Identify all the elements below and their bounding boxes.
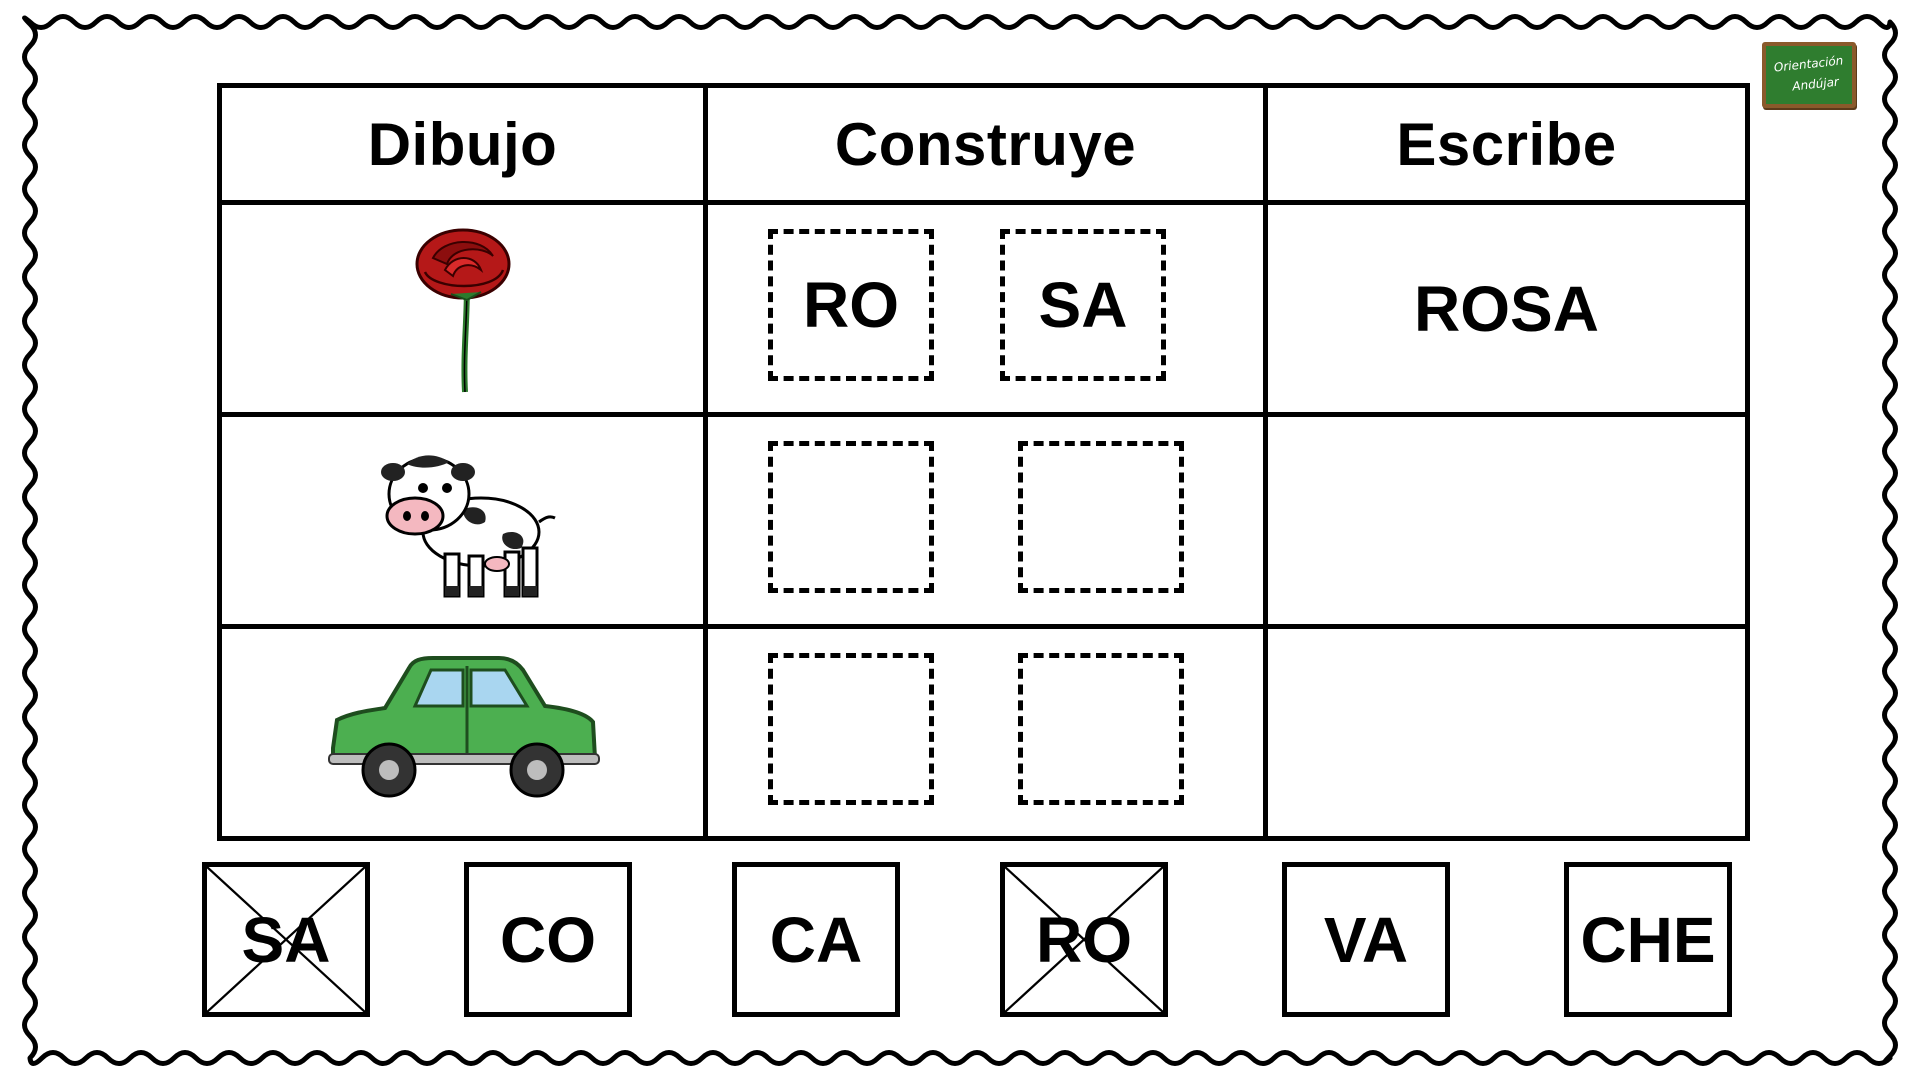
cross-out-mark xyxy=(207,867,365,1012)
syllable-slot[interactable] xyxy=(768,441,934,593)
picture-cell-rose xyxy=(222,205,708,417)
syllable-card-che[interactable]: CHE xyxy=(1564,862,1732,1017)
syllable-card-va[interactable]: VA xyxy=(1282,862,1450,1017)
picture-cell-cow xyxy=(222,417,708,629)
cow-picture xyxy=(380,454,556,597)
picture-cell-car xyxy=(222,629,708,836)
worksheet-table: Dibujo Construye Escribe RO SA ROSA xyxy=(217,83,1750,841)
construct-cell-1: RO SA xyxy=(708,205,1268,417)
write-cell-3[interactable] xyxy=(1268,629,1745,836)
logo-line-1: Orientación xyxy=(1773,53,1844,74)
car-picture xyxy=(327,655,600,797)
header-construye: Construye xyxy=(708,88,1268,205)
syllable-slot[interactable]: RO xyxy=(768,229,934,381)
syllable-slot[interactable]: SA xyxy=(1000,229,1166,381)
rose-picture xyxy=(415,228,510,392)
card-label: CO xyxy=(500,903,596,976)
orientacion-andujar-logo: Orientación Andújar xyxy=(1762,42,1856,108)
syllable-card-co[interactable]: CO xyxy=(464,862,632,1017)
header-escribe: Escribe xyxy=(1268,88,1745,205)
write-cell-2[interactable] xyxy=(1268,417,1745,629)
syllable-slot[interactable] xyxy=(768,653,934,805)
syllable-slot[interactable] xyxy=(1018,653,1184,805)
syllable-card-ca[interactable]: CA xyxy=(732,862,900,1017)
write-cell-1[interactable]: ROSA xyxy=(1268,205,1745,417)
construct-cell-2 xyxy=(708,417,1268,629)
construct-cell-3 xyxy=(708,629,1268,836)
logo-line-2: Andújar xyxy=(1791,75,1841,94)
card-label: CA xyxy=(769,903,863,976)
card-label: CHE xyxy=(1580,903,1716,976)
cross-out-mark xyxy=(1005,867,1163,1012)
card-label: VA xyxy=(1323,903,1409,976)
syllable-card-ro[interactable]: RO xyxy=(1000,862,1168,1017)
syllable-slot[interactable] xyxy=(1018,441,1184,593)
header-dibujo: Dibujo xyxy=(222,88,708,205)
syllable-card-sa[interactable]: SA xyxy=(202,862,370,1017)
